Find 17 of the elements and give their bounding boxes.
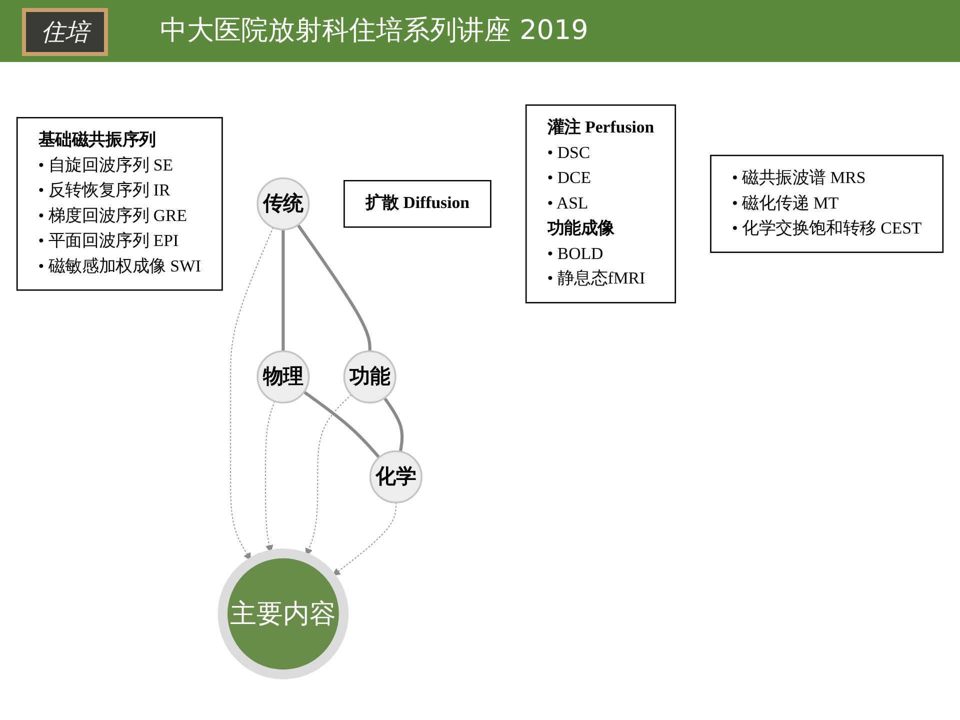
connector — [303, 390, 380, 459]
node-box: 灌注 Perfusion • DSC • DCE • ASL 功能成像 • BOLD • 静息态fMRI — [525, 104, 676, 304]
arrow — [305, 394, 352, 556]
node-circle: 物理 — [256, 350, 310, 404]
chalkboard-sign: 住培 — [22, 8, 108, 56]
node-box: • 磁共振波谱 MRS • 磁化传递 MT • 化学交换饱和转移 CEST — [710, 154, 944, 254]
node-circle: 功能 — [343, 350, 396, 404]
arrow — [230, 227, 274, 561]
connector — [383, 397, 404, 452]
node-circle: 化学 — [369, 450, 422, 504]
arrow — [332, 502, 396, 576]
slide-title: 中大医院放射科住培系列讲座 2019 — [160, 14, 588, 48]
node-circle: 主要内容 — [218, 548, 349, 680]
connector — [296, 224, 372, 352]
connector — [282, 230, 285, 352]
node-box: 基础磁共振序列 • 自旋回波序列 SE • 反转恢复序列 IR • 梯度回波序列 GRE • 平面回波序列 EPI • 磁敏感加权成像 SWI — [16, 117, 223, 291]
arrow — [265, 400, 276, 553]
